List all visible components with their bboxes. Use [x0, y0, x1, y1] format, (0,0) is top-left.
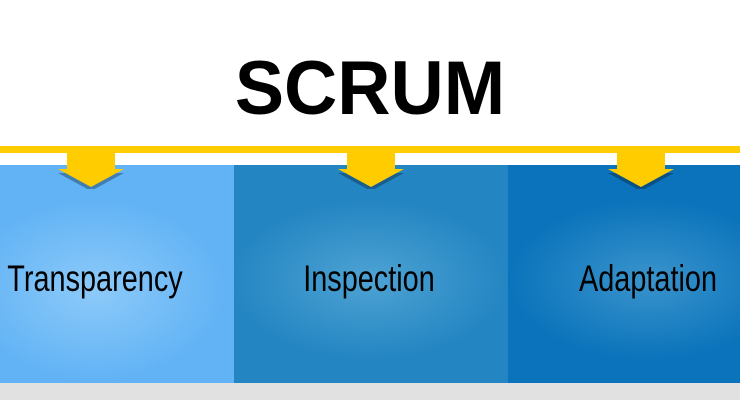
pillar-label: Adaptation [578, 258, 718, 299]
diagram-title: SCRUM [234, 46, 506, 131]
pillar-label: Inspection [303, 258, 435, 299]
connector-bar [0, 146, 740, 153]
arrow-down-icon [338, 153, 404, 189]
pillar-adaptation: Adaptation [508, 165, 740, 383]
pillar-inspection: Inspection [234, 165, 508, 383]
arrow-down-icon [58, 153, 124, 189]
arrow-down-icon [608, 153, 674, 189]
footer-strip [0, 383, 740, 400]
pillar-transparency: Transparency [0, 165, 234, 383]
pillar-label: Transparency [7, 258, 183, 299]
